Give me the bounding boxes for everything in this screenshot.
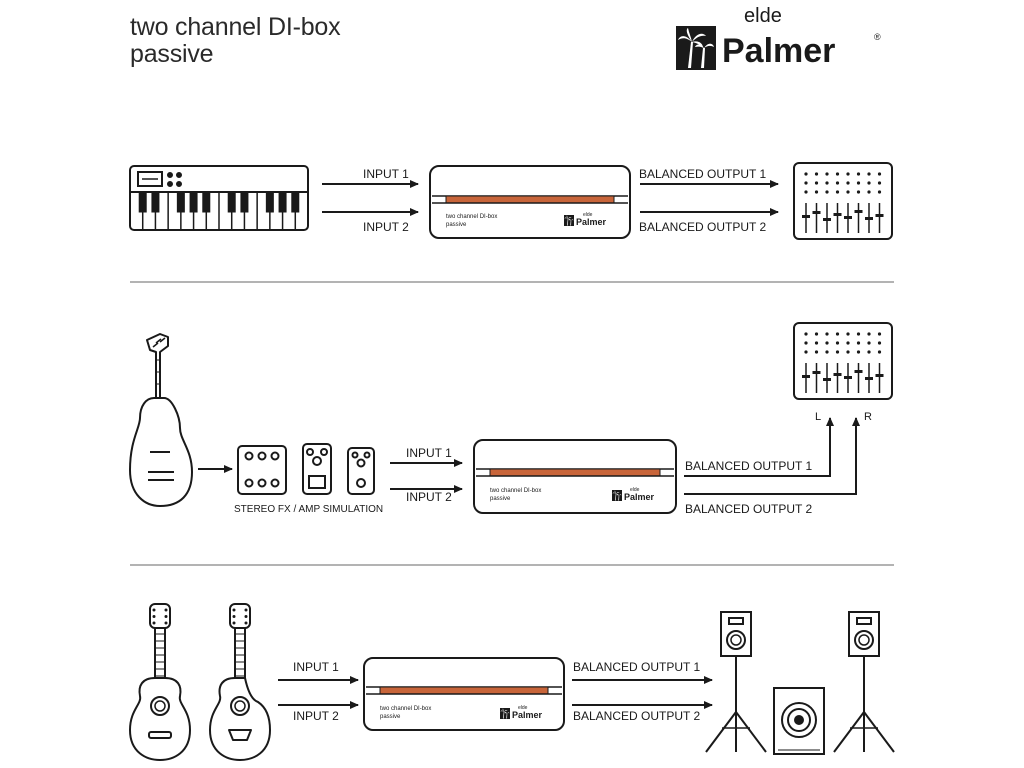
device-label-line2: passive: [380, 714, 401, 720]
electric-guitar-icon: [129, 333, 193, 507]
input1-label: INPUT 1: [363, 167, 409, 181]
output2-label: BALANCED OUTPUT 2: [573, 709, 700, 723]
di-box: two channel DI-box passive elde Palmer: [363, 657, 565, 731]
device-palm-icon: [500, 708, 510, 719]
title-line-2: passive: [130, 40, 214, 68]
stereo-fx-pedals: [237, 443, 375, 495]
pa-speaker-right-icon: [833, 611, 895, 753]
input1-label: INPUT 1: [406, 446, 452, 460]
device-brand-small: elde: [630, 487, 640, 493]
input2-label: INPUT 2: [363, 220, 409, 234]
right-channel-label: R: [864, 411, 872, 423]
page-title: two channel DI-box passive: [130, 13, 341, 68]
palm-logo-icon: [676, 26, 716, 70]
device-palm-icon: [564, 215, 574, 226]
device-brand-big: Palmer: [512, 710, 543, 720]
input2-label: INPUT 2: [406, 490, 452, 504]
output1-label: BALANCED OUTPUT 1: [639, 167, 766, 181]
input1-label: INPUT 1: [293, 660, 339, 674]
device-palm-icon: [612, 490, 622, 501]
device-brand-big: Palmer: [576, 217, 607, 227]
left-channel-label: L: [815, 411, 821, 423]
subwoofer-icon: [773, 687, 825, 755]
output1-routing-arrow: [684, 417, 834, 477]
scenario-keyboard: INPUT 1 INPUT 2 two channel DI-box passi…: [129, 162, 893, 240]
brand-small-text: elde: [744, 5, 782, 27]
device-label-line2: passive: [446, 222, 467, 228]
di-box: two channel DI-box passive elde Palmer: [429, 165, 631, 239]
device-label-line2: passive: [490, 496, 511, 502]
device-label-line1: two channel DI-box: [490, 488, 541, 494]
mixer-icon: [793, 322, 893, 400]
device-brand-small: elde: [518, 705, 528, 711]
title-line-1: two channel DI-box: [130, 13, 341, 41]
input2-label: INPUT 2: [293, 709, 339, 723]
acoustic-guitar-icon: [129, 603, 191, 761]
brand-logo: elde Palmer ®: [676, 5, 881, 70]
fx-pedal-small-icon: [347, 447, 375, 495]
registered-mark: ®: [874, 32, 881, 42]
di-box: two channel DI-box passive elde Palmer: [473, 439, 677, 514]
fx-pedal-icon: [302, 443, 332, 495]
device-label-line1: two channel DI-box: [446, 214, 497, 220]
effects-label: STEREO FX / AMP SIMULATION: [234, 504, 383, 515]
pa-speaker-left-icon: [705, 611, 767, 753]
device-brand-big: Palmer: [624, 492, 655, 502]
scenario-acoustic-guitars: INPUT 1 INPUT 2 two channel DI-box passi…: [129, 603, 895, 761]
keyboard-icon: [129, 165, 309, 231]
acoustic-cutaway-guitar-icon: [209, 603, 271, 761]
device-brand-small: elde: [583, 212, 593, 218]
output2-label: BALANCED OUTPUT 2: [685, 502, 812, 516]
output2-label: BALANCED OUTPUT 2: [639, 220, 766, 234]
brand-big-text: Palmer: [722, 32, 835, 70]
multi-fx-pedal-icon: [237, 445, 287, 495]
device-label-line1: two channel DI-box: [380, 706, 431, 712]
output1-label: BALANCED OUTPUT 1: [685, 459, 812, 473]
scenario-electric-guitar: STEREO FX / AMP SIMULATION INPUT 1 INPUT…: [129, 322, 893, 516]
output2-routing-arrow: [684, 417, 860, 495]
output1-label: BALANCED OUTPUT 1: [573, 660, 700, 674]
mixer-icon: [793, 162, 893, 240]
